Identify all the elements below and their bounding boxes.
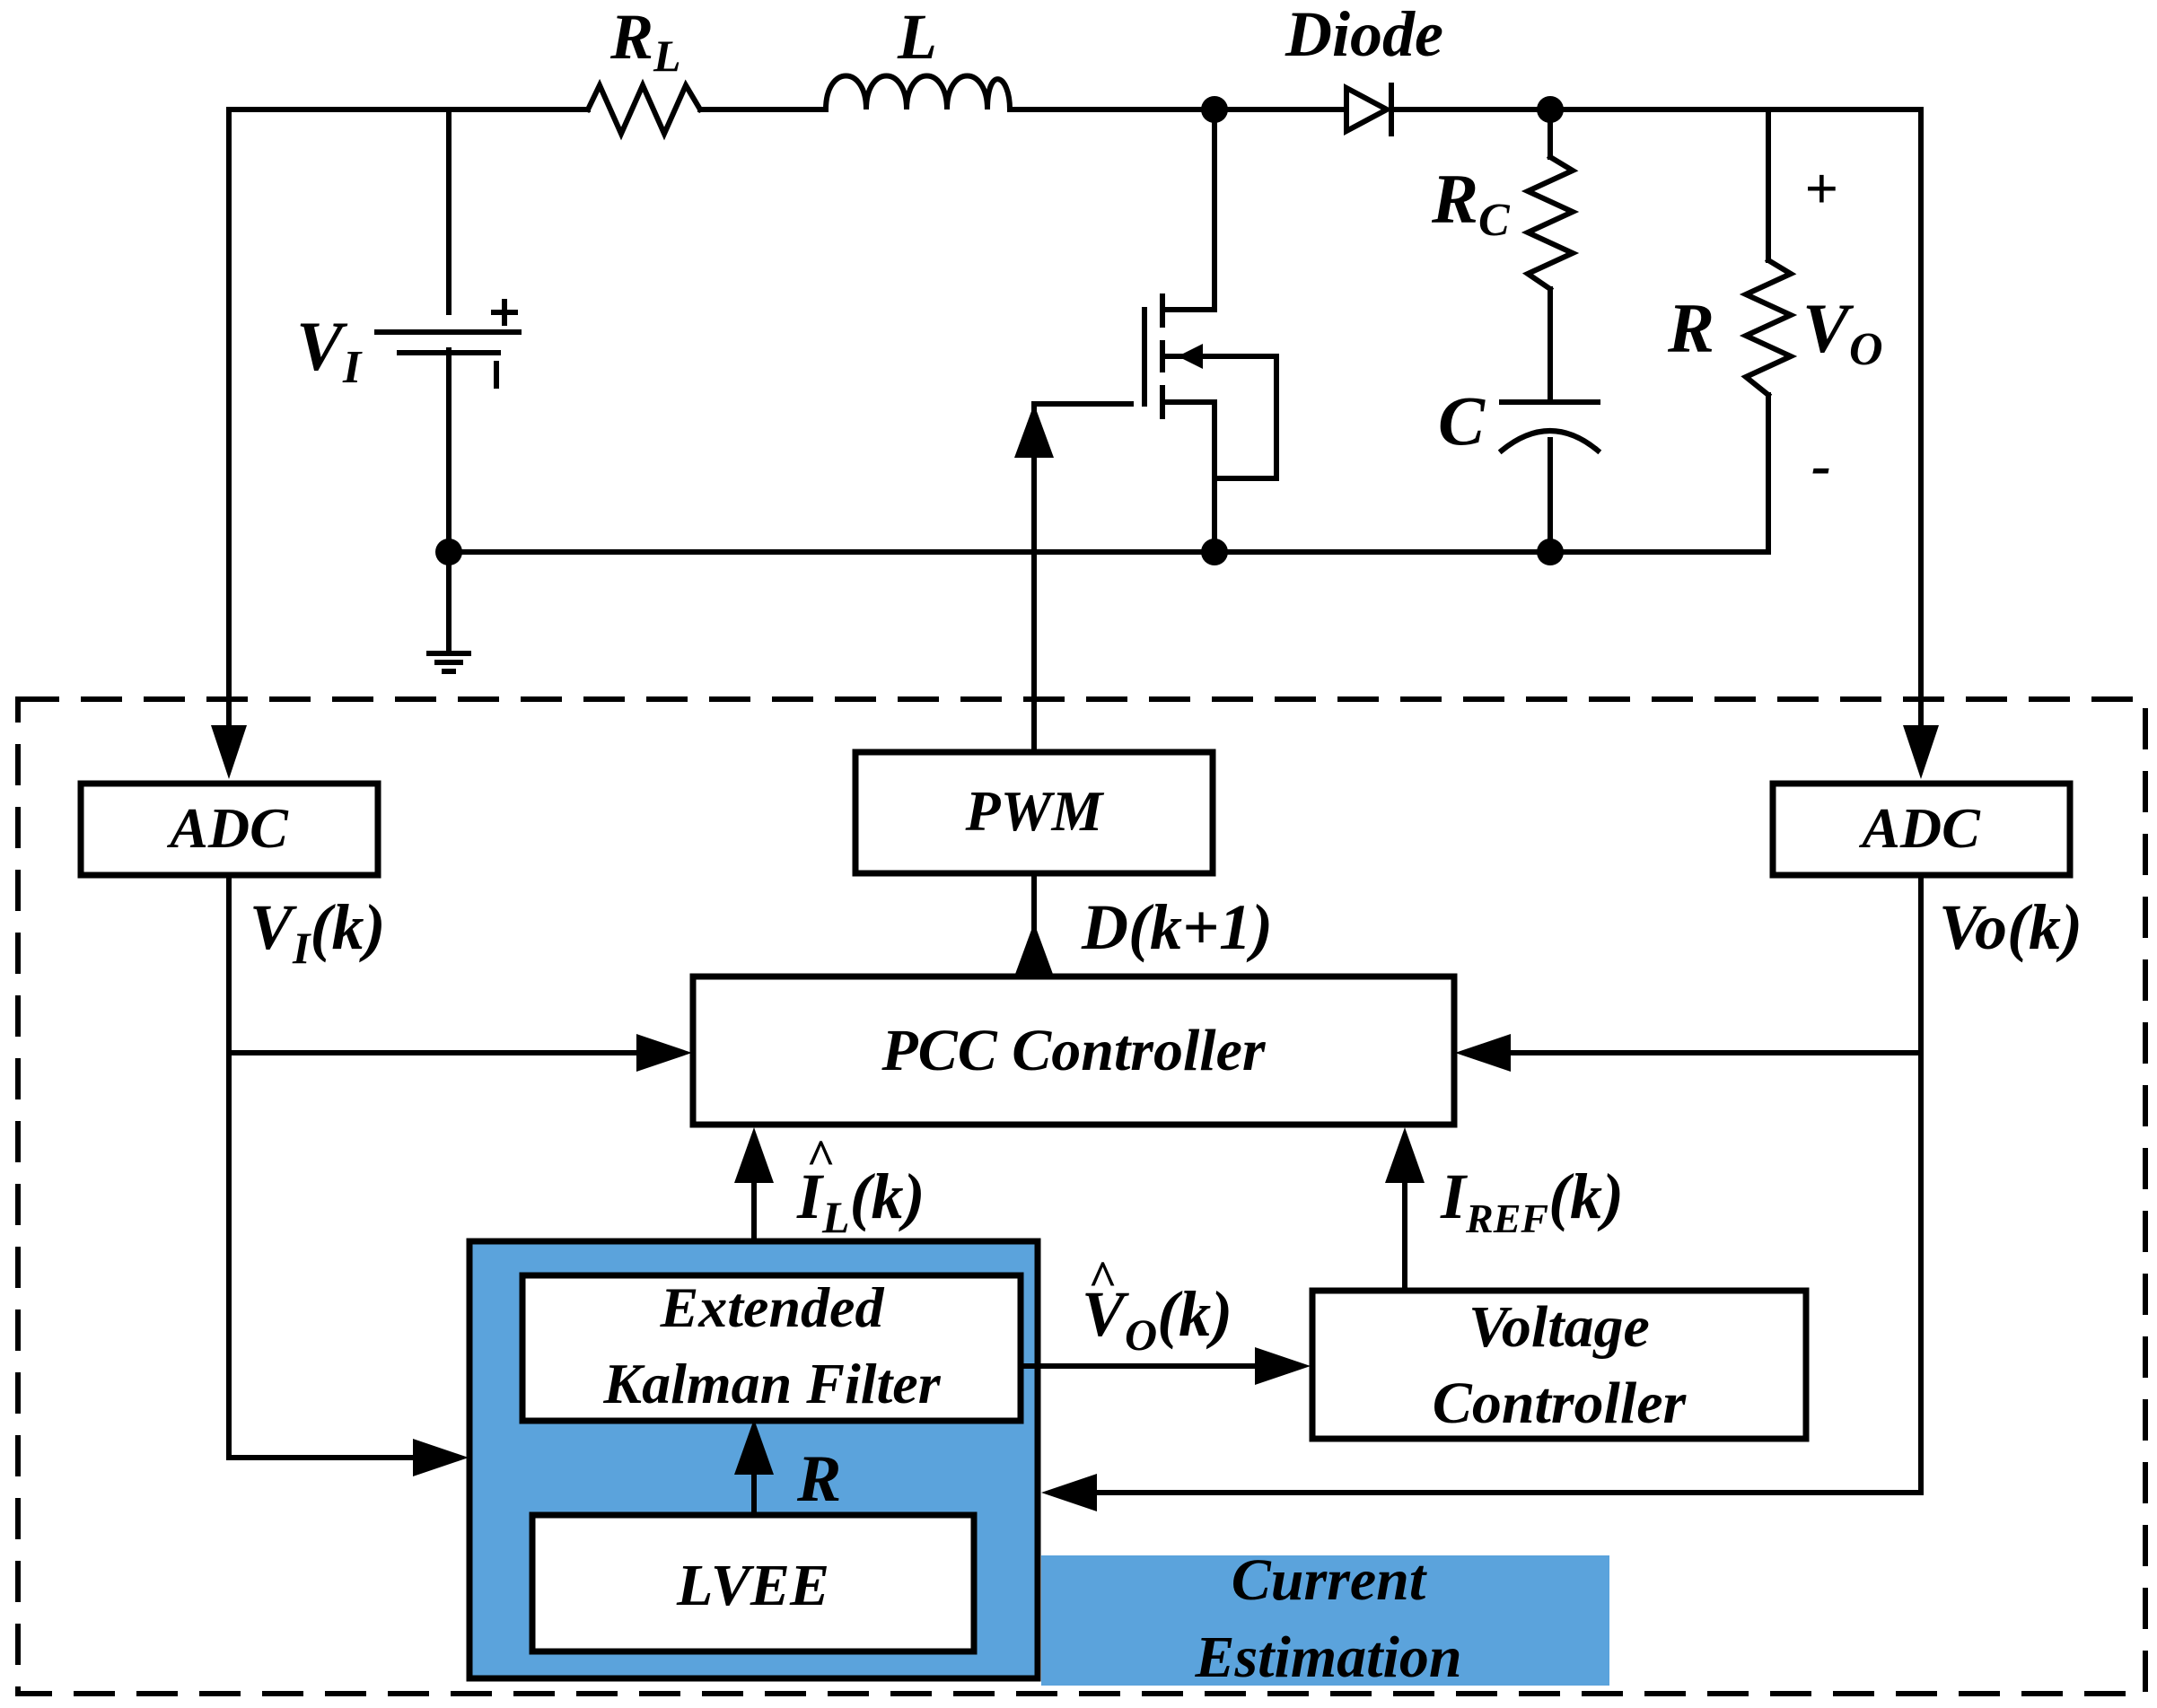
arrow-vo-hat-to-voltage-controller — [1255, 1347, 1311, 1385]
resistor-rc-symbol — [1521, 153, 1580, 293]
resistor-rc-label: RC — [1431, 160, 1511, 246]
voltage-controller-block — [1309, 1287, 1810, 1442]
arrow-vi-to-pcc — [636, 1034, 692, 1072]
vo-k-signal-label: Vo(k) — [1939, 891, 2082, 963]
lvee-label: LVEE — [676, 1553, 829, 1618]
ekf-label-line2: Kalman Filter — [602, 1352, 941, 1415]
load-resistor-label: R — [1667, 289, 1714, 367]
arrow-vo-to-estimator — [1041, 1474, 1097, 1511]
pwm-block — [852, 749, 1216, 877]
resistor-rl-label: RL — [609, 1, 681, 81]
battery-symbol — [374, 299, 522, 389]
vo-hat-accent: ^ — [1088, 1251, 1117, 1307]
diode-symbol — [1344, 83, 1394, 136]
pcc-controller-label: PCC Controller — [881, 1018, 1267, 1083]
arrow-to-adc-left — [211, 725, 247, 779]
arrow-to-gate — [1014, 404, 1054, 458]
ekf-block — [519, 1272, 1024, 1424]
arrow-il-to-pcc — [734, 1127, 774, 1183]
output-minus-sign: - — [1811, 433, 1831, 498]
input-voltage-label: VI — [296, 307, 363, 393]
load-resistor-symbol — [1739, 256, 1798, 399]
inductor-symbol — [822, 73, 1013, 113]
ekf-label-line1: Extended — [660, 1275, 885, 1339]
signal-arrowheads — [211, 404, 1939, 1511]
pcc-controller-block — [689, 973, 1458, 1128]
adc-left-label: ADC — [166, 796, 289, 860]
current-estimation-highlight — [1041, 1555, 1609, 1686]
vo-hat-signal-label: VO(k) — [1082, 1278, 1232, 1360]
duty-cycle-signal-label: D(k+1) — [1081, 891, 1273, 963]
controller-boundary — [15, 696, 2148, 1696]
il-hat-accent: ^ — [806, 1130, 835, 1186]
arrow-r-to-ekf — [734, 1419, 774, 1475]
pwm-label: PWM — [965, 779, 1105, 843]
arrow-to-adc-right — [1903, 725, 1939, 779]
voltage-controller-label-line1: Voltage — [1469, 1294, 1650, 1360]
vi-k-signal-label: VI(k) — [250, 891, 385, 973]
il-hat-signal-label: IL(k) — [796, 1161, 925, 1242]
iref-signal-label: IREF(k) — [1440, 1161, 1624, 1241]
arrow-to-pwm — [1014, 923, 1054, 977]
current-estimation-label-line1: Current — [1232, 1547, 1427, 1613]
capacitor-label: C — [1438, 381, 1486, 460]
lvee-block — [529, 1511, 978, 1655]
output-voltage-label: VO — [1802, 289, 1883, 375]
adc-right-block — [1769, 780, 2074, 879]
junction-dots — [435, 96, 1564, 565]
mosfet-switch-symbol — [1142, 293, 1203, 419]
diode-label: Diode — [1285, 0, 1443, 70]
resistor-rl-symbol — [583, 78, 705, 141]
arrow-vo-to-pcc — [1455, 1034, 1511, 1072]
adc-left-block — [77, 780, 381, 879]
r-estimate-signal-label: R — [796, 1442, 841, 1516]
capacitor-symbol — [1497, 399, 1602, 455]
adc-right-label: ADC — [1858, 796, 1981, 860]
current-estimation-label-line2: Estimation — [1194, 1625, 1461, 1690]
voltage-controller-label-line2: Controller — [1433, 1371, 1688, 1436]
arrow-vi-to-estimator — [413, 1439, 469, 1476]
ground-symbol — [426, 651, 471, 674]
arrow-iref-to-pcc — [1385, 1127, 1425, 1183]
output-plus-sign: + — [1804, 156, 1838, 222]
inductor-label: L — [897, 1, 937, 73]
signal-wiring — [226, 864, 1924, 1513]
